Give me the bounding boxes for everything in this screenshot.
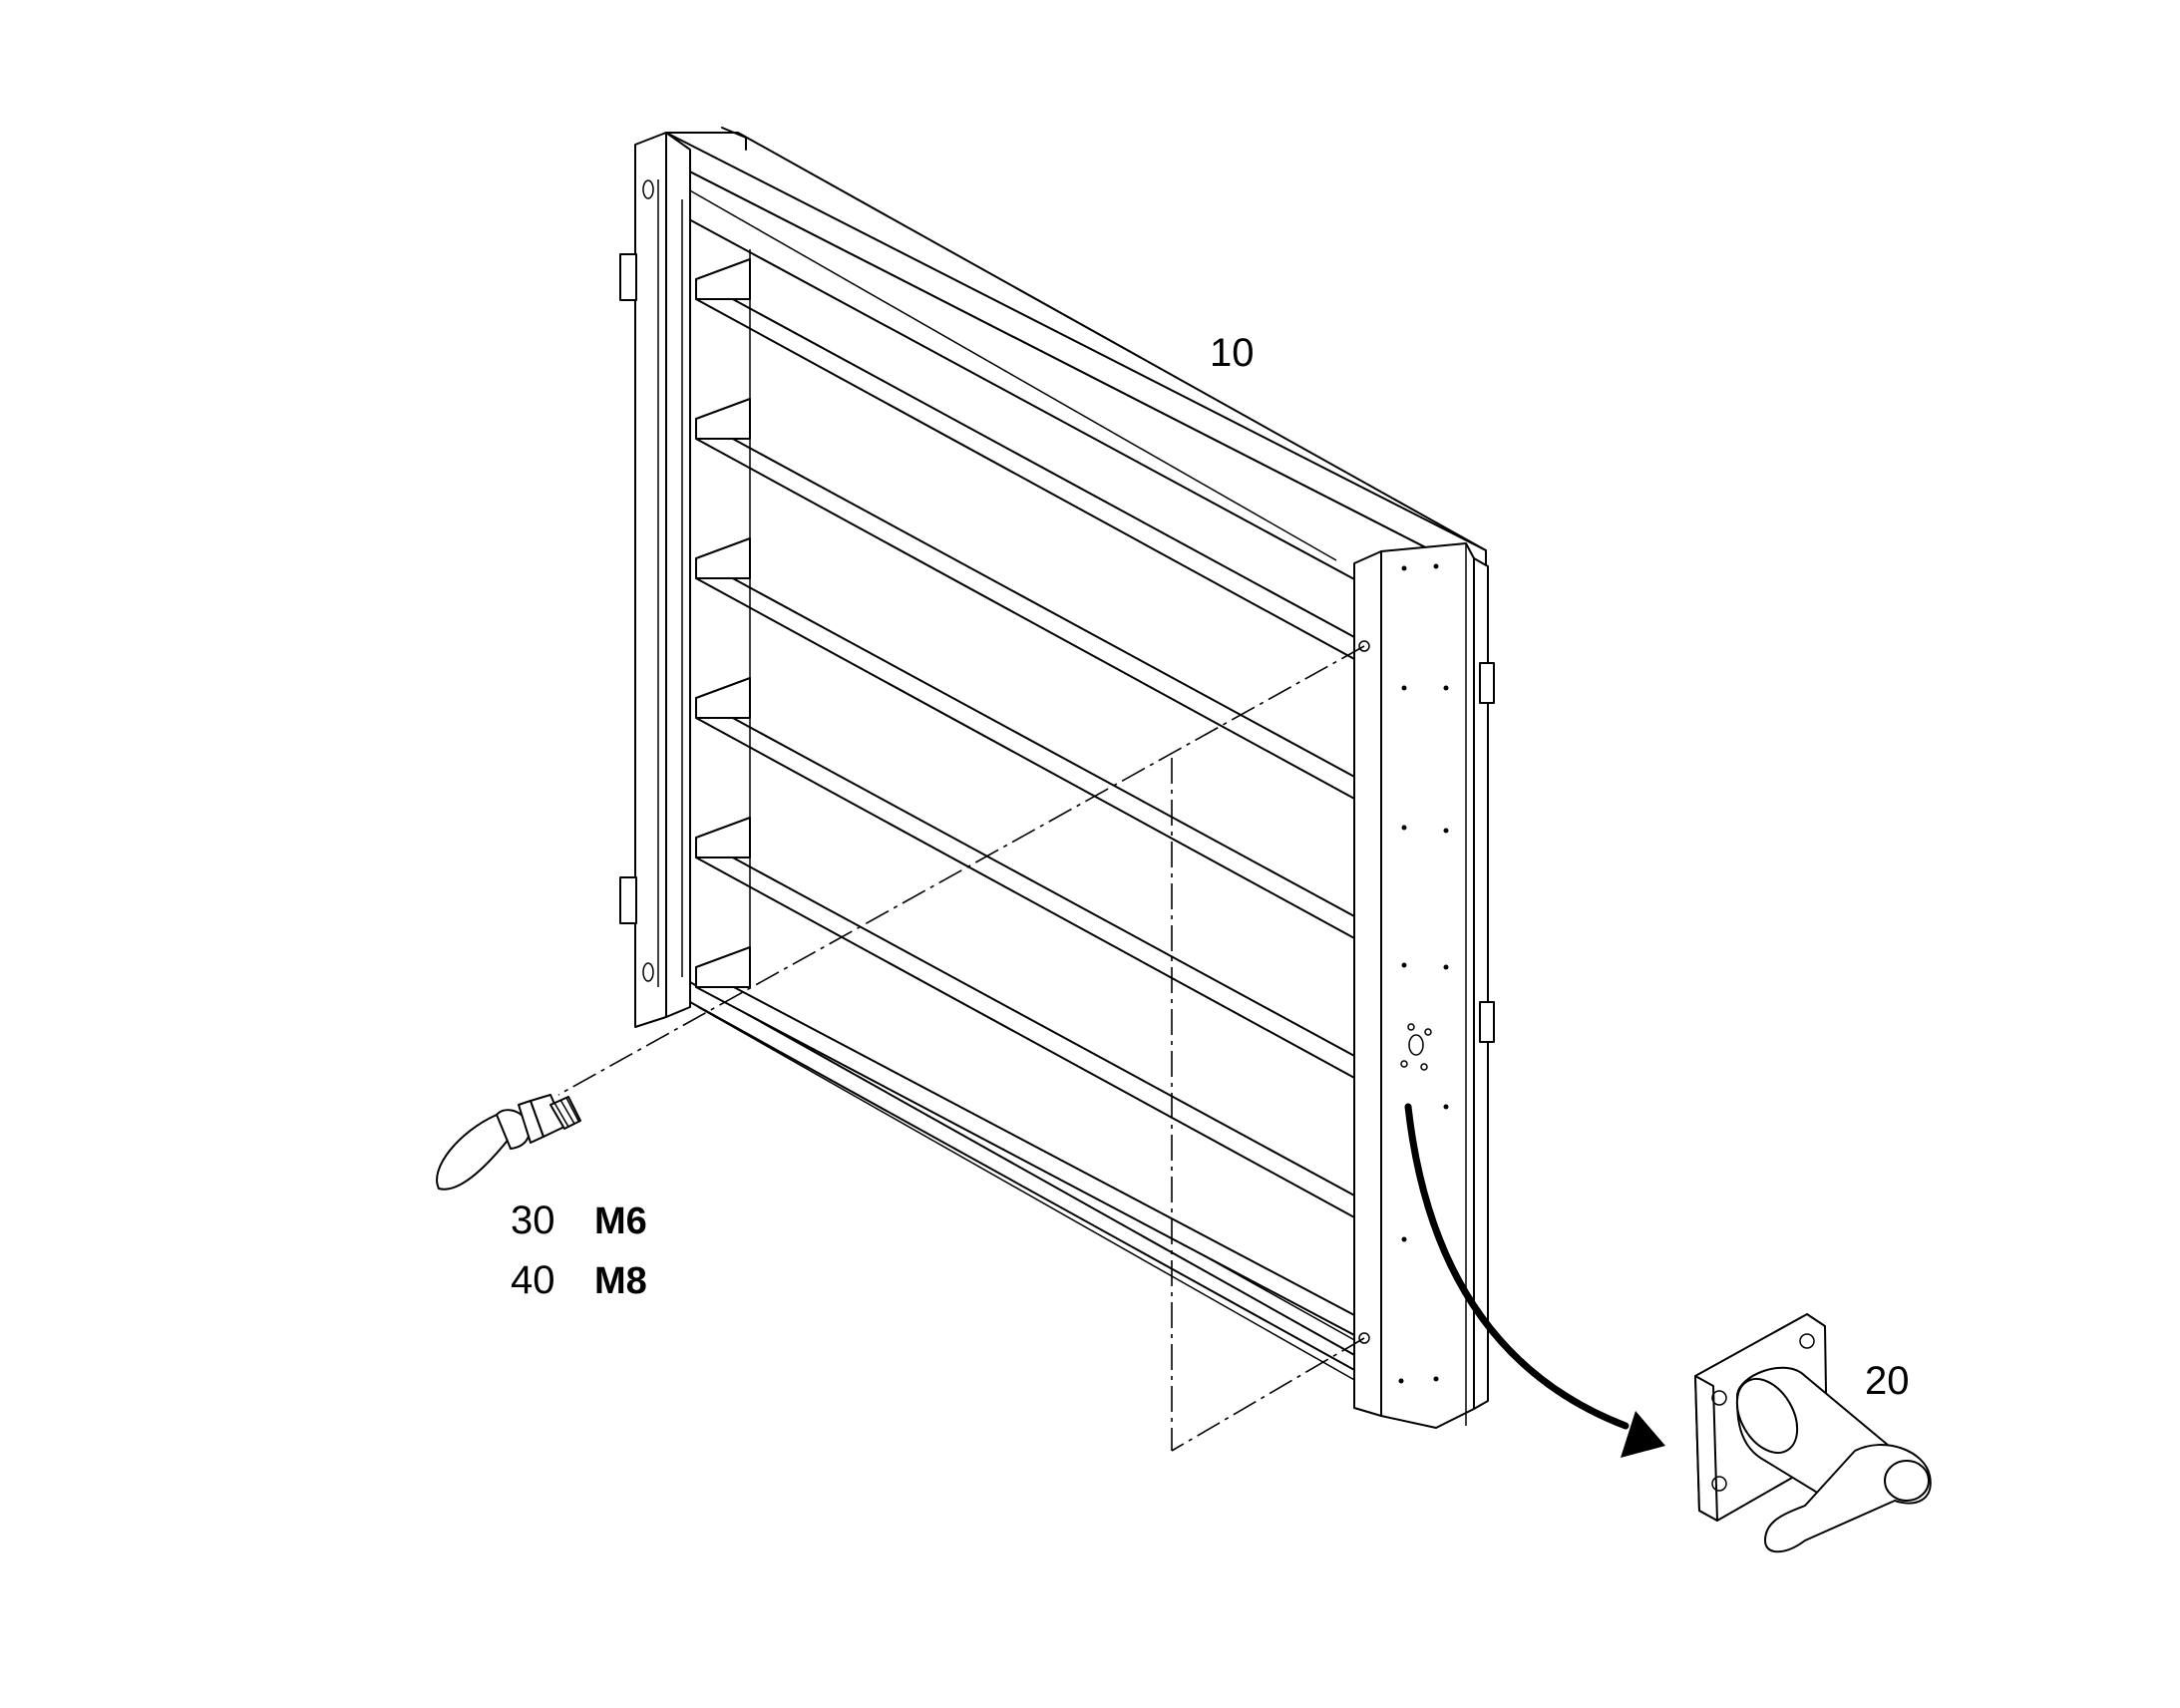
thread-label-m8: M8 — [594, 1260, 647, 1302]
assembly-centerlines — [557, 645, 1365, 1452]
part-label-40: 40 — [511, 1258, 555, 1302]
rivet-dots — [1398, 563, 1449, 1384]
frame-left-post — [619, 132, 691, 1028]
assembly-arrow-icon — [1404, 1103, 1665, 1458]
part-label-20: 20 — [1865, 1359, 1910, 1403]
frame-right-post — [1353, 542, 1495, 1429]
thread-label-m6: M6 — [594, 1200, 647, 1242]
mounting-bracket-with-latch-icon — [1694, 1313, 1932, 1553]
frame-top-rail — [665, 127, 1487, 581]
louver-panel-frame-icon — [619, 127, 1495, 1429]
bullet-pin-bolt-icon — [436, 1094, 581, 1191]
part-label-30: 30 — [511, 1198, 555, 1242]
bolt-thread — [549, 1096, 581, 1130]
mounting-hole-pattern — [1400, 1023, 1432, 1071]
part-label-10: 10 — [1210, 331, 1255, 375]
louver-slats — [695, 249, 1357, 1337]
louver-slat — [695, 537, 1357, 940]
